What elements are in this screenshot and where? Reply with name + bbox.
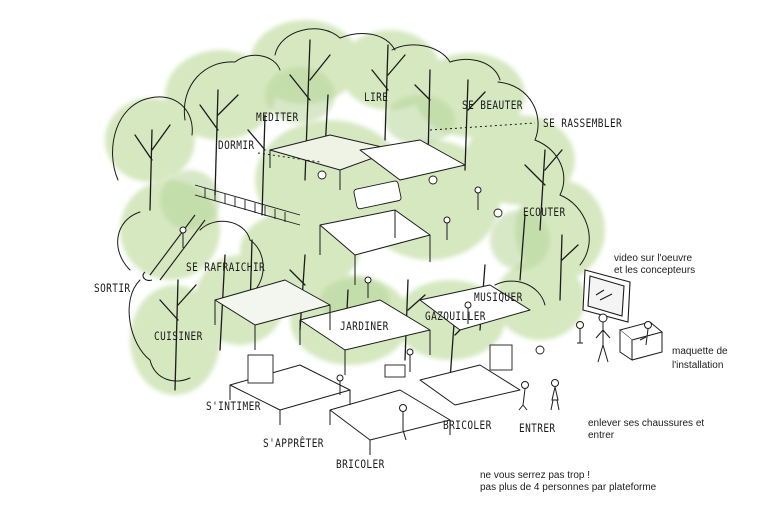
label-ecouter: ECOUTER xyxy=(523,205,566,219)
note-serrez-line-1: ne vous serrez pas trop ! xyxy=(480,470,591,481)
person xyxy=(550,379,560,411)
note-maquette: maquette de l'installation xyxy=(672,345,728,373)
person xyxy=(179,226,187,248)
person xyxy=(576,321,584,344)
person xyxy=(406,348,414,372)
people xyxy=(179,186,652,441)
label-bricoler-bas: BRICOLER xyxy=(336,457,385,471)
stair-bridge xyxy=(194,184,301,226)
platform-upper-right xyxy=(359,139,466,181)
platform-bottom-right xyxy=(419,364,521,406)
note-chaussures-line-1: enlever ses chaussures et xyxy=(588,418,705,429)
person xyxy=(518,381,529,411)
objects xyxy=(247,170,545,384)
note-serrez-line-2: pas plus de 4 personnes par plateforme xyxy=(480,482,657,493)
structure-posts xyxy=(214,150,451,455)
note-video-line-2: et les concepteurs xyxy=(614,265,696,276)
note-serrez: ne vous serrez pas trop ! pas plus de 4 … xyxy=(480,470,656,494)
label-entrer: ENTRER xyxy=(519,421,556,435)
canopy-outlines xyxy=(112,28,590,382)
label-bricoler-droite: BRICOLER xyxy=(443,418,492,432)
platform-bottom xyxy=(329,389,451,441)
person xyxy=(364,276,372,298)
note-chaussures-line-2: entrer xyxy=(588,430,615,441)
person xyxy=(474,186,482,210)
label-musiquer: MUSIQUER xyxy=(474,290,523,304)
platform-right xyxy=(419,284,531,331)
pointer-lines xyxy=(257,122,536,163)
note-video: video sur l'oeuvre et les concepteurs xyxy=(614,253,695,277)
label-mediter: MEDITER xyxy=(256,110,299,124)
note-chaussures: enlever ses chaussures et entrer xyxy=(588,418,704,442)
person xyxy=(464,301,472,324)
person xyxy=(399,404,407,441)
label-cuisiner: CUISINER xyxy=(154,329,203,343)
label-se-rafraichir: SE RAFRAICHIR xyxy=(186,260,266,274)
label-dormir: DORMIR xyxy=(218,138,255,152)
person xyxy=(595,313,611,363)
label-s-intimer: S'INTIMER xyxy=(206,399,261,413)
video-screen xyxy=(582,269,631,323)
label-gazouiller: GAZOUILLER xyxy=(425,309,486,323)
label-jardiner: JARDINER xyxy=(340,319,389,333)
note-maquette-line-1: maquette de xyxy=(672,346,728,357)
slide xyxy=(142,214,206,281)
label-s-appreter: S'APPRÊTER xyxy=(263,436,324,450)
person xyxy=(639,321,652,346)
note-maquette-line-2: l'installation xyxy=(672,360,724,371)
person xyxy=(443,216,451,240)
note-video-line-1: video sur l'oeuvre xyxy=(614,253,693,264)
label-lire: LIRE xyxy=(364,90,389,104)
platforms xyxy=(214,134,531,441)
person xyxy=(336,374,344,395)
label-se-beauter: SE BEAUTER xyxy=(462,98,523,112)
model-table xyxy=(618,321,664,361)
label-sortir: SORTIR xyxy=(94,281,131,295)
label-se-rassembler: SE RASSEMBLER xyxy=(543,116,623,130)
